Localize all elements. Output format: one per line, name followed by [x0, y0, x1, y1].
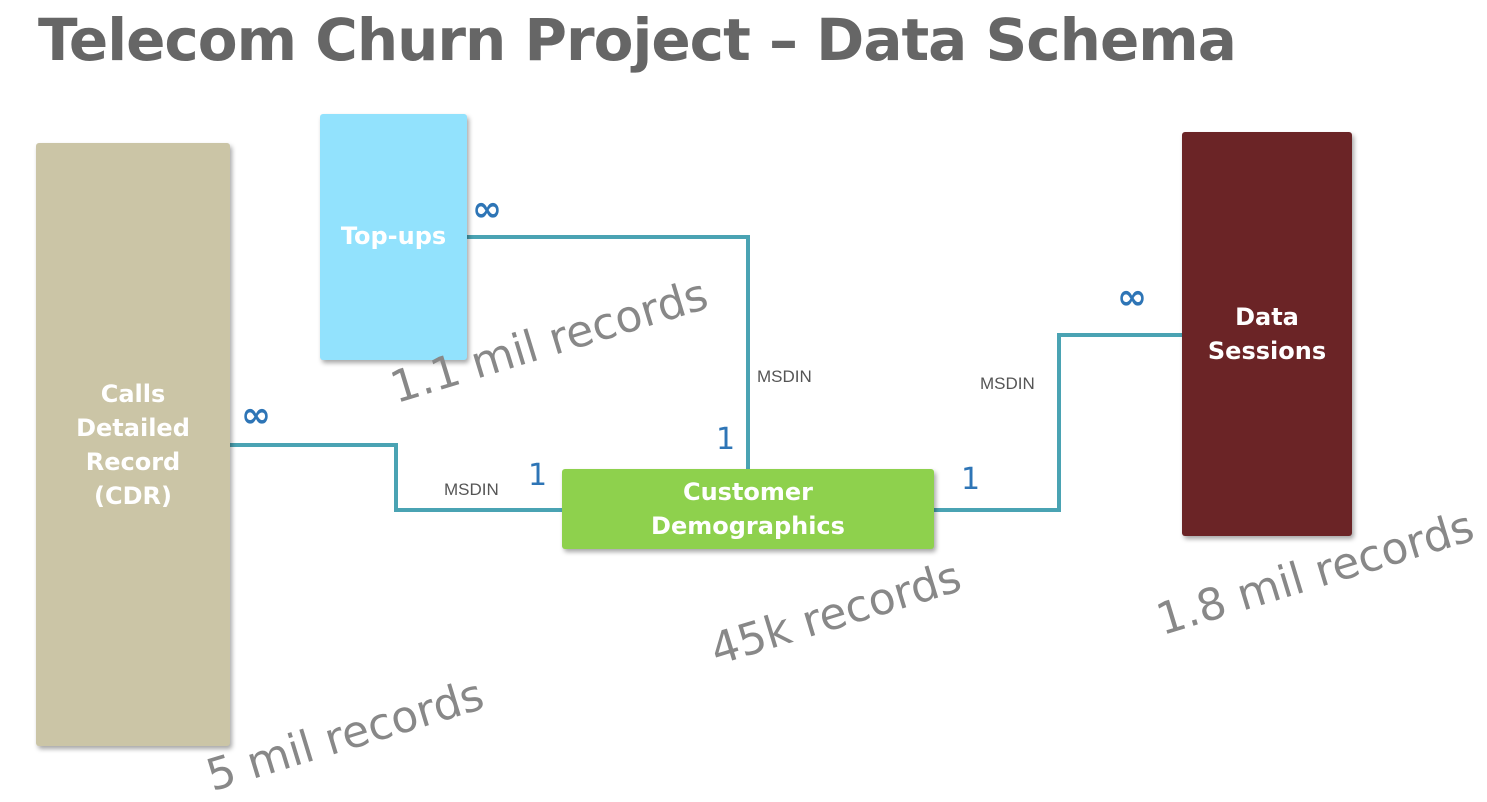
cardinality-many-cdr: ∞: [241, 395, 271, 436]
entity-cdr[interactable]: Calls Detailed Record (CDR): [36, 143, 230, 746]
cardinality-many-topups: ∞: [472, 189, 502, 230]
cardinality-one-data-sessions: 1: [961, 462, 981, 497]
key-label-topups: MSDIN: [757, 367, 812, 386]
key-label-data-sessions: MSDIN: [980, 374, 1035, 393]
cardinality-many-data-sessions: ∞: [1117, 277, 1147, 318]
key-label-cdr: MSDIN: [444, 480, 499, 499]
connector-topups-customer: [467, 235, 750, 469]
cardinality-one-topups: 1: [716, 422, 736, 457]
page-title: Telecom Churn Project – Data Schema: [38, 6, 1237, 74]
entity-topups[interactable]: Top-ups: [320, 114, 467, 360]
connector-customer-datasessions: [934, 333, 1182, 512]
connector-cdr-customer: [230, 443, 562, 512]
cardinality-one-cdr: 1: [528, 458, 548, 493]
entity-customer-demographics[interactable]: Customer Demographics: [562, 469, 934, 549]
entity-data-sessions[interactable]: Data Sessions: [1182, 132, 1352, 536]
